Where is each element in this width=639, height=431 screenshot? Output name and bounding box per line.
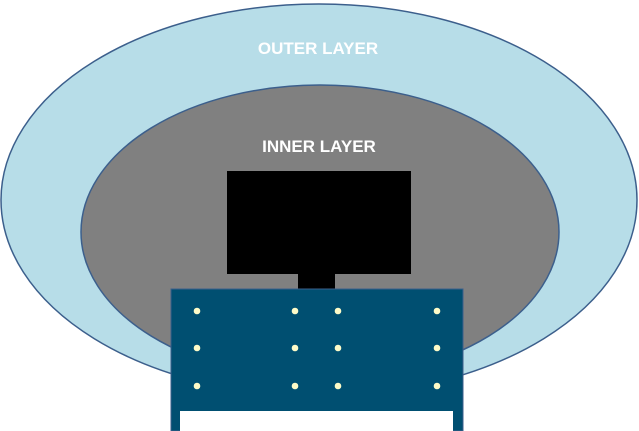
drawer-knob [193, 382, 201, 390]
desk-leg-gap [180, 411, 453, 431]
drawer-knob [334, 307, 342, 315]
drawer-knob [334, 382, 342, 390]
drawer-knob [334, 344, 342, 352]
drawer-knob [433, 382, 441, 390]
drawer-knob [291, 344, 299, 352]
monitor-screen [227, 171, 411, 274]
desk [170, 288, 464, 431]
drawer-knob [193, 344, 201, 352]
drawer-knob [193, 307, 201, 315]
drawer-knob [433, 307, 441, 315]
drawer-knob [291, 307, 299, 315]
outer-layer-label: OUTER LAYER [258, 39, 378, 58]
monitor-stand [298, 273, 335, 290]
drawer-knob [433, 344, 441, 352]
drawer-knob [291, 382, 299, 390]
desk-drawer-knobs [193, 307, 441, 390]
inner-layer-label: INNER LAYER [262, 137, 376, 156]
